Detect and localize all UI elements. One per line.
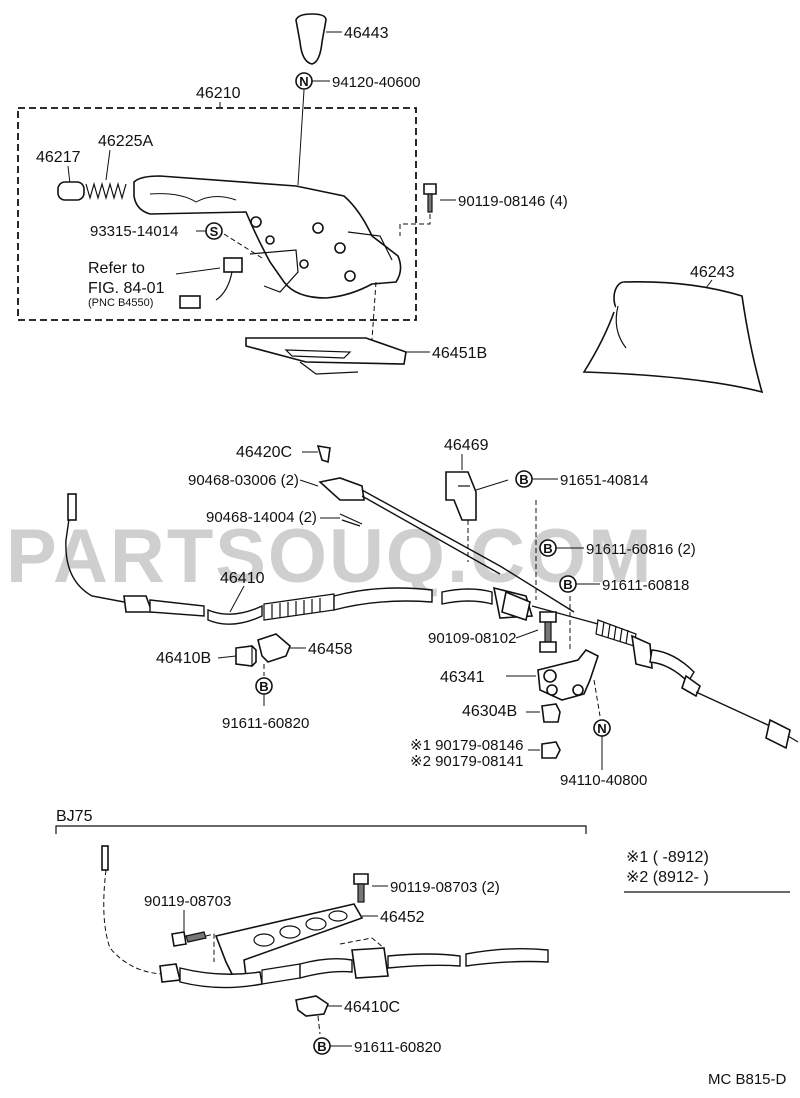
label-46420C: 46420C [236,444,292,461]
label-91611-60820-b: 91611-60820 [354,1039,441,1056]
refer-line-3: (PNC B4550) [88,297,153,309]
label-46410: 46410 [220,570,265,587]
label-46243: 46243 [690,264,735,281]
bolt-90119-08703[interactable] [171,931,215,962]
part-46410B-grommet[interactable] [235,645,257,667]
label-46469: 46469 [444,437,489,454]
part-46410-cable-assembly[interactable] [65,493,799,750]
label-94110-40800: 94110-40800 [560,772,647,789]
part-46451B-bracket[interactable] [245,337,430,375]
nut-94120-symbol[interactable]: N [295,72,330,90]
label-90468-03006: 90468-03006 (2) [188,472,299,489]
note-2: ※2 (8912- ) [626,869,709,886]
part-46210-lever[interactable] [133,175,402,299]
part-46225A-spring[interactable] [85,181,127,201]
label-46225A: 46225A [98,133,153,150]
part-46341-equalizer[interactable] [537,648,599,701]
bolt-90119-08146[interactable] [423,183,456,213]
bolt-symbol-b-1: B [519,472,528,487]
label-93315-14014: 93315-14014 [90,223,178,240]
label-46217: 46217 [36,149,81,166]
label-91651-40814: 91651-40814 [560,472,648,489]
part-46469-clamp[interactable] [445,471,477,521]
assembly-46210-box [17,107,417,321]
label-46210: 46210 [196,85,241,102]
label-91611-60818: 91611-60818 [602,577,689,594]
part-46420C-pin[interactable] [316,445,331,464]
label-46341: 46341 [440,669,485,686]
part-46410C-clamp[interactable] [295,995,342,1017]
nut-94110-symbol[interactable]: N [593,719,611,737]
watermark: PARTSOUQ.COM [6,514,653,599]
part-46443-knob[interactable] [295,13,342,65]
part-46452-bracket[interactable] [214,903,378,977]
refer-line-1: Refer to [88,260,145,277]
nut-90179[interactable] [541,741,561,759]
bolt-symbol-b-2: B [543,541,552,556]
label-91611-60816: 91611-60816 (2) [586,541,696,558]
label-46458: 46458 [308,641,353,658]
label-90119-08146: 90119-08146 (4) [458,193,568,210]
note-1: ※1 ( -8912) [626,849,709,866]
label-46451B: 46451B [432,345,487,362]
part-90468-03006-clip[interactable] [318,477,365,501]
label-90468-14004: 90468-14004 (2) [206,509,317,526]
section-bracket-bj75 [55,825,587,834]
label-46410C: 46410C [344,999,400,1016]
label-46452: 46452 [380,909,425,926]
label-94120-40600: 94120-40600 [332,74,420,91]
bolt-91611-60820-symbol-b[interactable]: B [313,1037,352,1055]
label-91611-60820-a: 91611-60820 [222,715,309,732]
part-46304B-bushing[interactable] [541,703,561,723]
label-46443: 46443 [344,25,389,42]
bolt-91611-60820-symbol-a[interactable]: B [255,677,273,695]
part-46458-clamp[interactable] [257,633,306,663]
part-46243-boot[interactable] [582,280,764,394]
label-90179-08146: ※1 90179-08146 [410,737,524,754]
label-90119-08703-2: 90119-08703 (2) [390,879,500,896]
section-title-bj75: BJ75 [56,808,93,825]
refer-line-2: FIG. 84-01 [88,280,165,297]
bolt-91611-60818-symbol[interactable]: B [559,575,600,593]
bolt-symbol-b-5: B [317,1039,326,1054]
part-46217-button[interactable] [57,181,85,201]
bolt-symbol-b-3: B [563,577,572,592]
label-90119-08703: 90119-08703 [144,893,231,910]
label-46410B: 46410B [156,650,211,667]
bolt-90109-08102[interactable] [539,611,557,653]
note-block: ※1 ( -8912) ※2 (8912- ) [624,849,790,893]
label-90179-08141: ※2 90179-08141 [410,753,524,770]
cable-bj75[interactable] [101,845,549,989]
diagram-code: MC B815-D [708,1071,787,1088]
screw-symbol-s: S [210,224,219,239]
nut-symbol-n: N [299,74,308,89]
parking-brake-switch[interactable] [179,249,299,309]
bolt-90119-08703-2[interactable] [353,873,388,903]
cable-upper-wire [361,489,575,613]
nut-symbol-n-2: N [597,721,606,736]
bolt-91611-60816-symbol[interactable]: B [539,539,584,557]
leader-knob-lever [297,89,305,186]
bolt-91651-symbol[interactable]: B [515,470,558,488]
screw-93315-symbol[interactable]: S [205,222,223,240]
label-90109-08102: 90109-08102 [428,630,516,647]
label-46304B: 46304B [462,703,517,720]
part-90468-14004-pin[interactable] [339,513,363,527]
bolt-symbol-b-4: B [259,679,268,694]
